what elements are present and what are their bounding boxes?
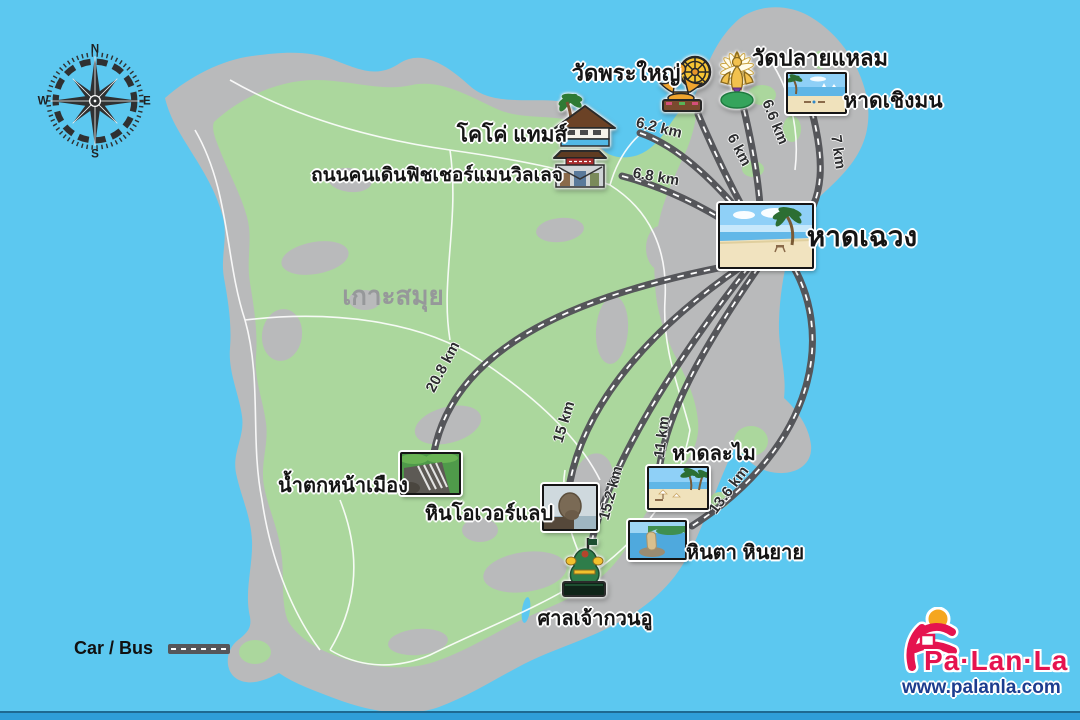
guan-yu-shrine-icon: [562, 538, 606, 597]
palanla-logo: Pa·Lan·La www.palanla.com: [860, 603, 1074, 707]
big-buddha-icon: [659, 55, 712, 112]
palanla-figure-icon: [903, 607, 960, 673]
fishermans-village-icon: [553, 150, 607, 188]
label-lamai: หาดละไม: [672, 443, 756, 465]
palanla-website-url: www.palanla.com: [902, 677, 1061, 698]
compass-east-label: E: [143, 95, 151, 108]
label-wat-plai-laem: วัดปลายแหลม: [752, 45, 888, 71]
palanla-wordmark: Pa·Lan·La: [924, 645, 1069, 676]
hin-ta-hin-yai-photo: [628, 520, 687, 560]
legend-road-dashes: [171, 648, 227, 650]
route-overlap-stone: [566, 262, 746, 486]
route-coco-tams: [636, 129, 742, 214]
na-muang-waterfall-photo: [400, 452, 461, 495]
lamai-photo: [647, 466, 709, 510]
compass-south-label: S: [91, 147, 99, 160]
label-guan-yu-shrine: ศาลเจ้ากวนอู: [537, 608, 653, 630]
label-chaweng-hub: หาดเฉวง: [806, 221, 918, 252]
routes-layer: [430, 106, 824, 544]
route-lamai: [656, 264, 762, 468]
label-hin-ta-hin-yai: หินตา หินยาย: [685, 542, 805, 564]
label-coco-tams: โคโค่ แทมส์: [456, 123, 568, 147]
compass-north-label: N: [91, 43, 99, 56]
compass-rose: N E S W: [38, 43, 151, 160]
town-patches: [261, 167, 674, 656]
label-overlap-stone: หินโอเวอร์แลป: [424, 503, 554, 525]
choeng-mon-photo: [786, 72, 847, 114]
bottom-edge-strip: [0, 711, 1080, 720]
label-choeng-mon: หาดเชิงมน: [843, 89, 943, 113]
route-wat-plai-laem: [740, 106, 764, 209]
route-hin-ta-hin-yai: [688, 254, 816, 530]
overlap-stone-photo: [542, 484, 598, 531]
legend-car-bus-label: Car / Bus: [74, 638, 154, 658]
legend-road-swatch: [168, 644, 230, 654]
label-na-muang-waterfall: น้ำตกหน้าเมือง: [278, 475, 408, 497]
wat-plai-laem-icon: [720, 50, 754, 109]
chaweng-photo: [718, 203, 814, 269]
label-island-koh-samui: เกาะสมุย: [342, 280, 444, 311]
compass-west-label: W: [38, 95, 49, 108]
route-na-muang-waterfall: [430, 258, 754, 456]
label-big-buddha: วัดพระใหญ่: [571, 60, 681, 86]
coco-tams-icon: [554, 93, 616, 147]
route-guan-yu-shrine: [588, 264, 752, 544]
label-fishermans-village: ถนนคนเดินฟิชเชอร์แมนวิลเลจ: [311, 165, 563, 186]
